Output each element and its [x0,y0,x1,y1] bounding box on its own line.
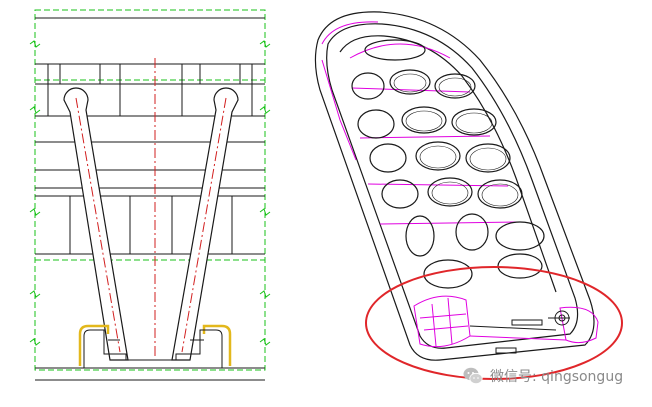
watermark-text: 微信号: qingsongug [490,369,624,385]
earpiece-slot [364,39,426,61]
mold-plates [35,17,265,381]
break-marks [29,40,271,346]
molded-part-profile [83,329,223,368]
mold-boundary-dashed [34,9,266,371]
key-holes [351,69,545,289]
angled-lifter-right [171,87,239,361]
angled-lifter-left [63,87,129,361]
bottom-details [469,310,570,354]
highlight-circle [365,266,623,380]
center-lines [75,58,227,358]
watermark: 微信号: qingsongug [462,362,623,390]
yellow-inserts [78,324,232,366]
magenta-edges [321,21,521,225]
housing-shell [314,11,595,361]
key-hole-inner-rims [393,73,519,207]
bottom-undercut [413,295,599,348]
wechat-icon [463,367,483,385]
